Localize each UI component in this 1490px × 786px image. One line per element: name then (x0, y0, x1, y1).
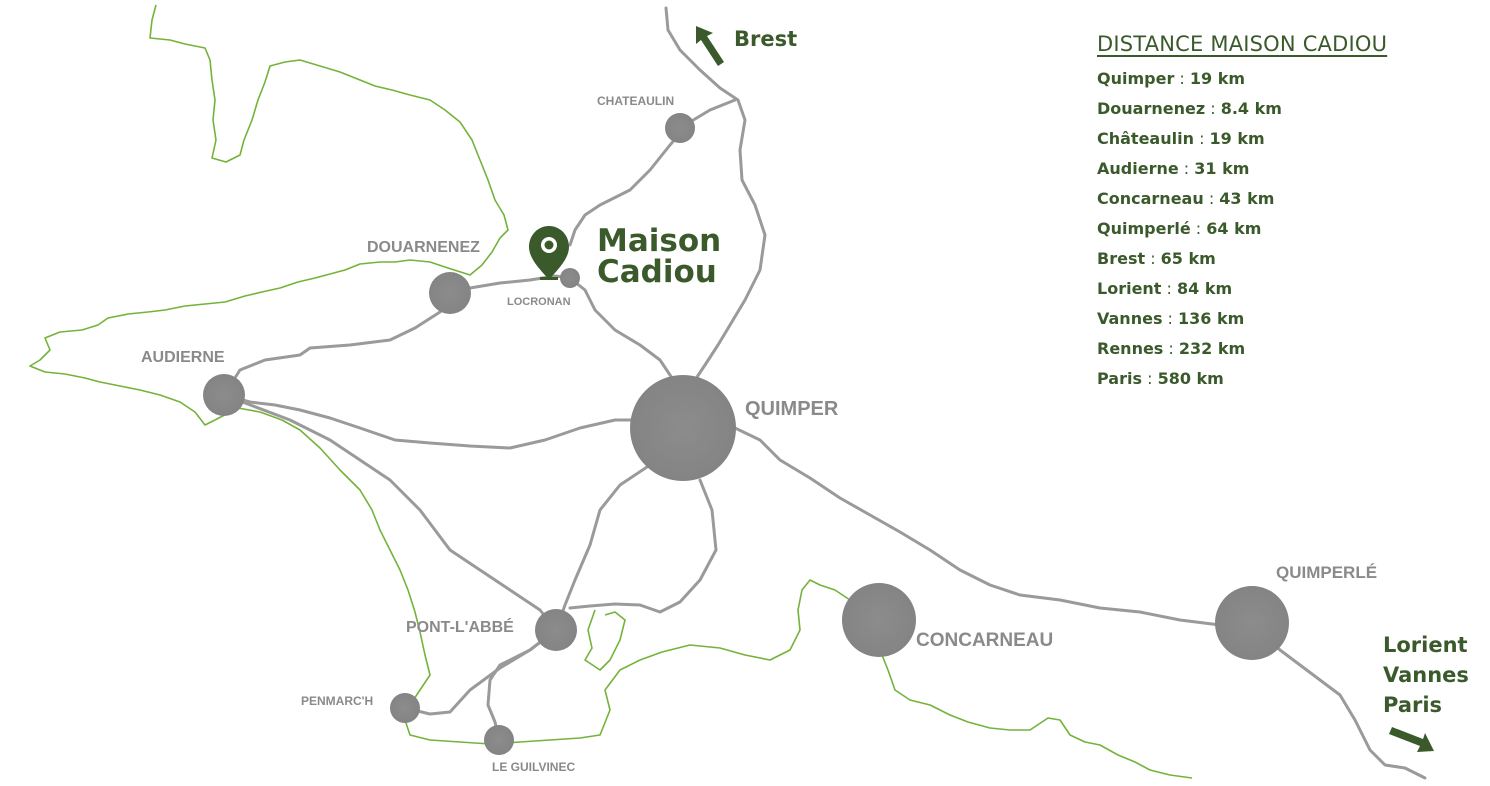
city-dot-douarnenez (429, 272, 471, 314)
distance-separator: : (1203, 189, 1220, 208)
road-quimper-pontlabbe-east (568, 478, 718, 614)
city-dot-quimper (630, 375, 736, 481)
marker-name-line1: Maison (597, 223, 722, 259)
direction-label-vannes: Vannes (1383, 663, 1469, 687)
distance-separator: : (1193, 129, 1210, 148)
direction-label-lorient: Lorient (1383, 633, 1468, 657)
distance-city: Brest (1097, 249, 1146, 268)
city-dot-le-guilvinec (484, 725, 514, 755)
distance-city: Douarnenez (1097, 99, 1206, 118)
city-dot-chateaulin (665, 113, 695, 143)
distance-item: Châteaulin : 19 km (1097, 124, 1477, 154)
marker-name-line2: Cadiou (597, 254, 717, 290)
city-markers (203, 113, 1289, 755)
distance-city: Quimper (1097, 69, 1175, 88)
distance-value: 136 km (1178, 309, 1245, 328)
city-dot-quimperle (1215, 586, 1289, 660)
road-audierne-quimper (222, 393, 634, 450)
distance-city: Paris (1097, 369, 1142, 388)
distance-city: Châteaulin (1097, 129, 1194, 148)
city-label-audierne: AUDIERNE (141, 349, 225, 366)
distance-value: 65 km (1160, 249, 1216, 268)
city-label-concarneau: CONCARNEAU (916, 630, 1054, 651)
city-dot-locronan (560, 268, 580, 288)
direction-labels-east: Lorient Vannes Paris (1383, 630, 1469, 720)
arrow-up-left-icon (696, 26, 724, 66)
coastline-south (879, 649, 1193, 779)
distance-item: Audierne : 31 km (1097, 154, 1477, 184)
city-label-quimper: QUIMPER (745, 398, 839, 420)
city-label-penmarch: PENMARC'H (301, 694, 374, 708)
distance-item: Rennes : 232 km (1097, 334, 1477, 364)
distance-item: Concarneau : 43 km (1097, 184, 1477, 214)
distance-value: 43 km (1219, 189, 1275, 208)
arrow-down-right-icon (1389, 727, 1434, 752)
distance-city: Vannes (1097, 309, 1163, 328)
location-pin-icon[interactable] (529, 226, 569, 280)
distance-value: 64 km (1206, 219, 1262, 238)
maison-cadiou-marker-label: Maison Cadiou (597, 226, 721, 288)
direction-label-paris: Paris (1383, 693, 1443, 717)
distance-item: Douarnenez : 8.4 km (1097, 94, 1477, 124)
distance-value: 84 km (1177, 279, 1233, 298)
distance-value: 31 km (1194, 159, 1250, 178)
road-quimper-pontlabbe-west (554, 463, 652, 632)
city-dot-audierne (203, 374, 245, 416)
distance-city: Lorient (1097, 279, 1162, 298)
distance-value: 19 km (1209, 129, 1265, 148)
distance-separator: : (1178, 159, 1195, 178)
road-audierne-pontlabbe (222, 393, 558, 632)
distance-item: Paris : 580 km (1097, 364, 1477, 394)
direction-label-brest: Brest (734, 27, 798, 51)
distance-item: Vannes : 136 km (1097, 304, 1477, 334)
distance-separator: : (1142, 369, 1158, 388)
city-label-douarnenez: DOUARNENEZ (367, 239, 480, 256)
coastline (29, 4, 1193, 779)
distance-separator: : (1174, 69, 1190, 88)
road-quimperle-east (1250, 623, 1427, 780)
distance-item: Quimper : 19 km (1097, 64, 1477, 94)
distance-city: Rennes (1097, 339, 1164, 358)
road-audierne-douarnenez (222, 291, 452, 397)
distance-value: 232 km (1178, 339, 1246, 358)
city-dot-concarneau (842, 583, 916, 657)
distance-city: Concarneau (1097, 189, 1204, 208)
road-locronan-quimper (568, 276, 674, 380)
coastline-southwest (214, 407, 851, 745)
road-pontlabbe-guilvinec (486, 628, 558, 742)
road-network (222, 6, 1427, 780)
distance-value: 580 km (1157, 369, 1224, 388)
road-brest-quimper (664, 6, 767, 382)
distance-item: Quimperlé : 64 km (1097, 214, 1477, 244)
city-label-pont-labbe: PONT-L'ABBÉ (406, 619, 514, 636)
distance-value: 19 km (1189, 69, 1246, 88)
distance-city: Audierne (1097, 159, 1179, 178)
distance-separator: : (1161, 279, 1178, 298)
road-chateaulin-locronan (568, 98, 737, 247)
coastline-bay (584, 609, 626, 671)
distance-item: Lorient : 84 km (1097, 274, 1477, 304)
road-quimper-quimperle (733, 426, 1254, 627)
city-label-quimperle: QUIMPERLÉ (1276, 563, 1378, 582)
distance-separator: : (1162, 309, 1179, 328)
distance-value: 8.4 km (1220, 99, 1282, 118)
coastline-north (29, 4, 509, 426)
distance-separator: : (1205, 99, 1221, 118)
distance-item: Brest : 65 km (1097, 244, 1477, 274)
distance-separator: : (1145, 249, 1161, 268)
distance-separator: : (1190, 219, 1207, 238)
city-label-le-guilvinec: LE GUILVINEC (492, 760, 576, 774)
city-dot-penmarch (390, 693, 420, 723)
city-label-locronan: LOCRONAN (507, 296, 571, 308)
road-pontlabbe-penmarch (403, 628, 558, 716)
distance-separator: : (1163, 339, 1179, 358)
distance-city: Quimperlé (1097, 219, 1191, 238)
city-dot-pont-labbe (535, 609, 577, 651)
city-label-chateaulin: CHATEAULIN (597, 94, 675, 108)
distance-panel-title: DISTANCE MAISON CADIOU (1097, 32, 1388, 56)
